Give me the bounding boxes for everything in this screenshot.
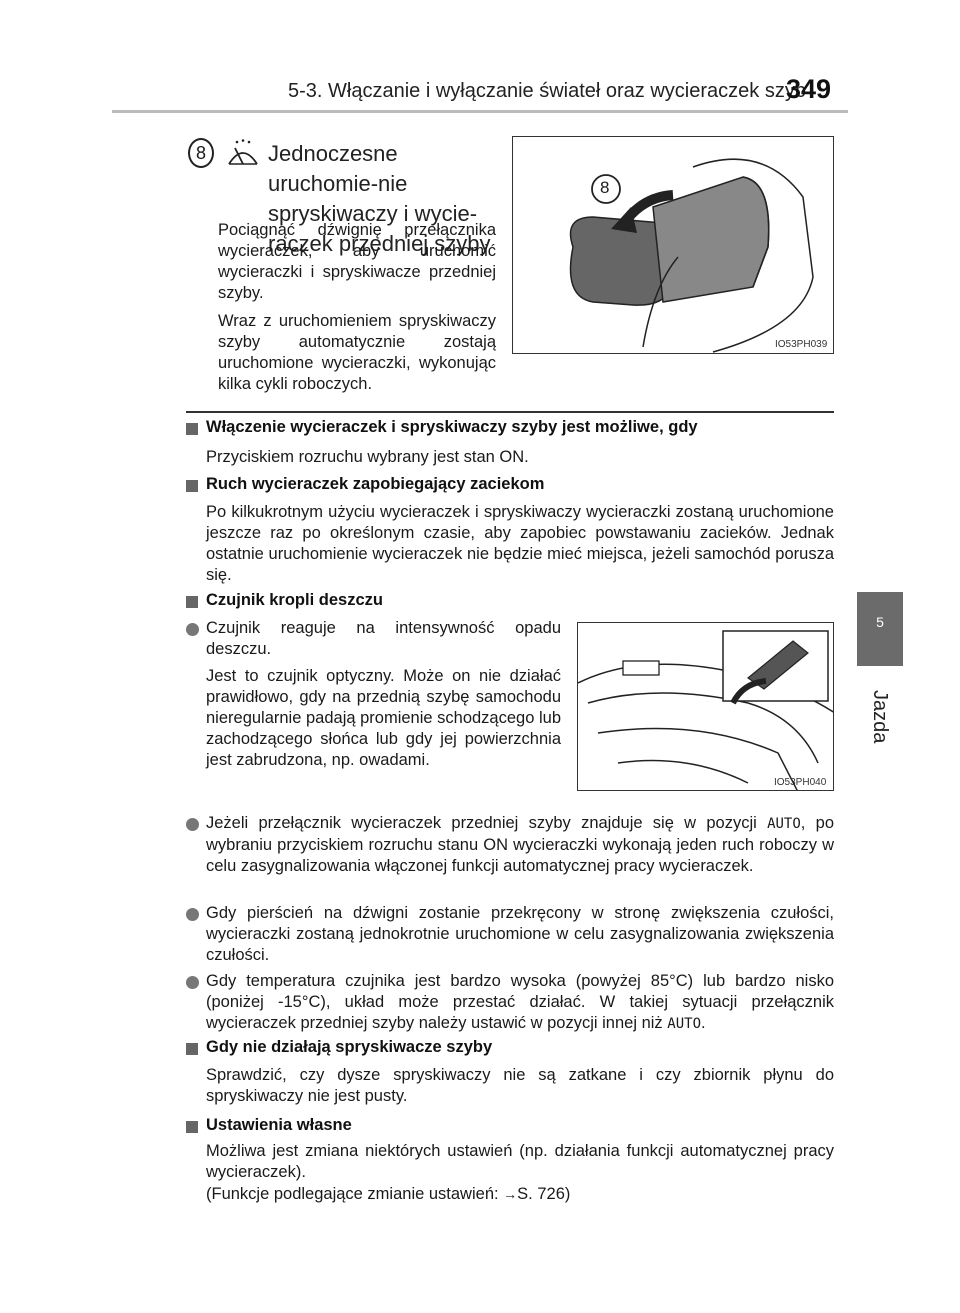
section-text: Możliwa jest zmiana niektórych ustawień …: [206, 1142, 834, 1181]
section-heading: Ruch wycieraczek zapobiegający zaciekom: [206, 475, 545, 493]
section-marker: [186, 596, 198, 608]
section-text: Przyciskiem rozruchu wybrany jest stan O…: [206, 448, 529, 466]
arrow-icon: →: [503, 1186, 518, 1202]
text-segment: Jeżeli przełącznik wycieraczek przedniej…: [206, 814, 768, 832]
rain-sensor-illustration: IO53PH040: [577, 622, 834, 791]
header-rule: [112, 110, 848, 113]
bullet: [186, 908, 199, 921]
figure-callout: 8: [600, 178, 610, 197]
bullet: [186, 818, 199, 831]
item-paragraph-2: Wraz z uruchomieniem spryskiwaczy szyby …: [218, 312, 496, 393]
item-title: Jednoczesne uruchomie-nie spryskiwaczy i…: [268, 141, 491, 256]
text-segment: , po wybraniu przyciskiem rozruchu stanu…: [206, 814, 834, 875]
text-segment: .: [701, 1014, 706, 1032]
section-text: Sprawdzić, czy dysze spryskiwaczy nie są…: [206, 1066, 834, 1105]
wiper-lever-illustration: 8 IO53PH039: [512, 136, 834, 354]
page-reference-link[interactable]: S. 726): [517, 1185, 571, 1203]
rain-sensor-auto-note: Jeżeli przełącznik wycieraczek przedniej…: [206, 813, 834, 877]
auto-switch-label: AUTO: [667, 1016, 701, 1032]
text-segment: (Funkcje podlegające zmianie ustawień:: [206, 1185, 504, 1203]
chapter-label: Jazda: [869, 690, 891, 744]
page-number: 349: [786, 74, 832, 104]
section-marker: [186, 480, 198, 492]
section-marker: [186, 423, 198, 435]
section-heading: Ustawienia własne: [206, 1116, 352, 1134]
windshield-washer-icon: [228, 139, 258, 165]
bullet: [186, 976, 199, 989]
section-marker: [186, 1121, 198, 1133]
rain-sensor-text-2: Jest to czujnik optyczny. Może on nie dz…: [206, 667, 561, 769]
section-heading: Gdy nie działają spryskiwacze szyby: [206, 1038, 493, 1056]
bullet: [186, 623, 199, 636]
lever-drawing: [569, 158, 814, 353]
section-title: 5-3. Włączanie i wyłączanie świateł oraz…: [288, 80, 806, 102]
section-marker: [186, 1043, 198, 1055]
auto-switch-label: AUTO: [767, 816, 801, 832]
item-number-badge: 8: [188, 138, 214, 168]
figure-code: IO53PH039: [775, 339, 828, 350]
chapter-tab: 5: [857, 592, 903, 666]
section-divider: [186, 411, 834, 413]
figure-code: IO53PH040: [774, 777, 827, 788]
item-paragraph-1: Pociągnąć dźwignię przełącznika wycierac…: [218, 221, 496, 302]
section-heading: Czujnik kropli deszczu: [206, 591, 383, 609]
section-text: Po kilkukrotnym użyciu wycieraczek i spr…: [206, 503, 834, 584]
section-heading: Włączenie wycieraczek i spryskiwaczy szy…: [206, 418, 698, 436]
rain-sensor-text-1: Czujnik reaguje na intensywność opadu de…: [206, 619, 561, 658]
cross-reference: (Funkcje podlegające zmianie ustawień: →…: [206, 1184, 834, 1205]
rain-sensor-temperature-note: Gdy temperatura czujnika jest bardzo wys…: [206, 971, 834, 1035]
rain-sensor-sensitivity-note: Gdy pierścień na dźwigni zostanie przekr…: [206, 904, 834, 964]
text-segment: Gdy temperatura czujnika jest bardzo wys…: [206, 972, 834, 1032]
rain-sensor-info: Czujnik reaguje na intensywność opadu de…: [206, 618, 561, 771]
car-drawing: [578, 630, 833, 790]
